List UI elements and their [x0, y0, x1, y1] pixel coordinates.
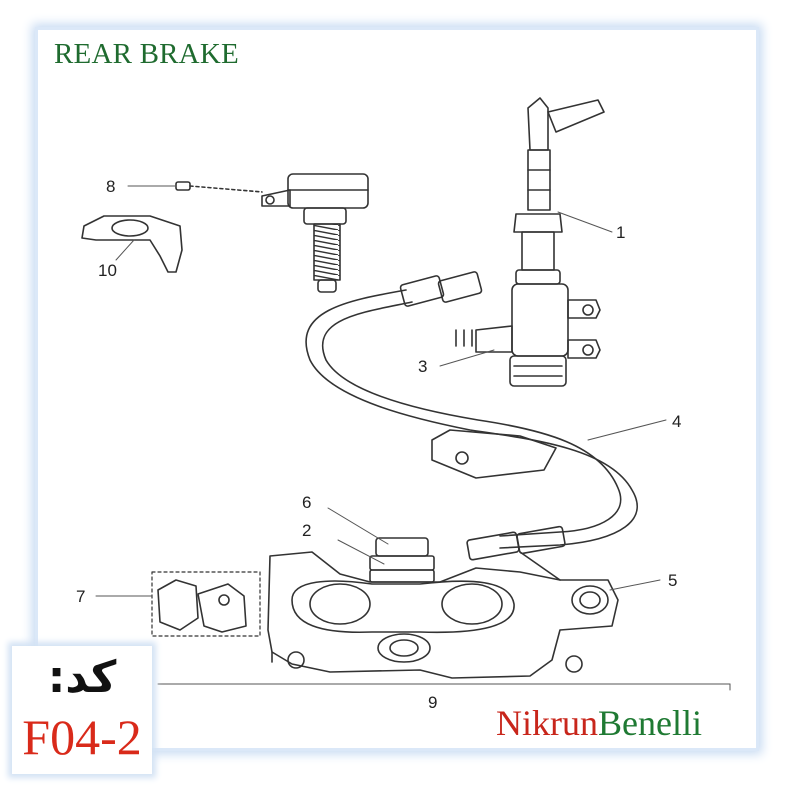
bracket-part-10	[81, 215, 183, 273]
brand-part-nikrun: Nikrun	[496, 703, 598, 743]
callout-1: 1	[616, 223, 625, 242]
callout-leaders	[95, 185, 731, 691]
code-label: کد:	[47, 652, 117, 703]
callout-8: 8	[106, 177, 115, 196]
callout-5: 5	[668, 571, 677, 590]
brand-watermark: NikrunBenelli	[496, 702, 702, 744]
code-value: F04-2	[22, 709, 142, 765]
brake-hose-part-4	[305, 271, 638, 561]
diagram-title: REAR BRAKE	[54, 38, 239, 70]
brand-part-benelli: Benelli	[598, 703, 702, 743]
callout-6: 6	[302, 493, 311, 512]
banjo-bolt-part-2-6	[369, 537, 435, 583]
callout-3: 3	[418, 357, 427, 376]
callout-7: 7	[76, 587, 85, 606]
brake-switch-part-1	[513, 97, 605, 285]
master-cylinder-reservoir	[261, 173, 369, 293]
callout-2: 2	[302, 521, 311, 540]
part-code-box: کد: F04-2	[12, 646, 152, 774]
screw-part-8	[175, 181, 263, 193]
master-cylinder-part-3	[455, 283, 601, 387]
callout-9: 9	[428, 693, 437, 712]
brake-pads-part-7	[151, 571, 261, 637]
caliper-part-5	[267, 551, 619, 679]
callout-10: 10	[98, 261, 117, 280]
callout-4: 4	[672, 412, 681, 431]
diagram-frame	[38, 30, 756, 748]
